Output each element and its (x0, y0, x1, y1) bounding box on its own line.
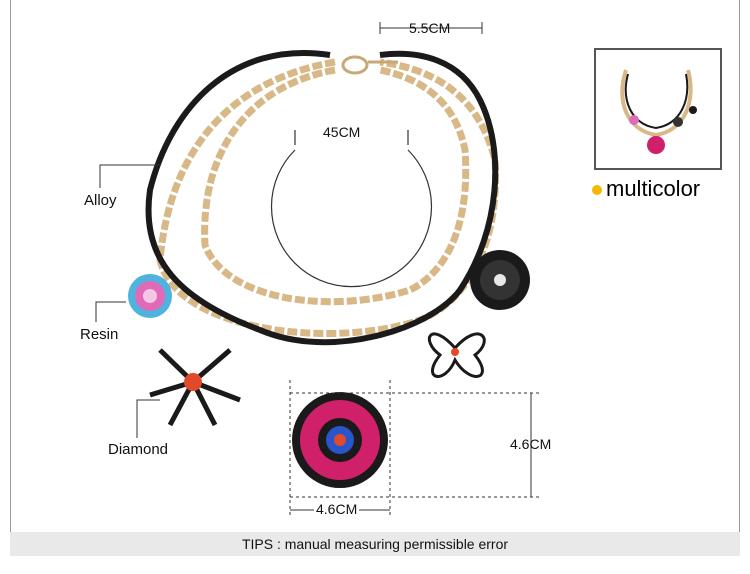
pendant-height-label: 4.6CM (510, 436, 552, 452)
thumb-resin-icon (629, 115, 639, 125)
pendant-measure-guides (289, 380, 540, 515)
small-flower-pendant (470, 250, 530, 310)
variant-color-label: multicolor (606, 176, 701, 201)
pendant-width-label: 4.6CM (314, 501, 360, 517)
clasp-length-label: 5.5CM (409, 20, 451, 36)
leader-lines (95, 164, 160, 438)
gold-chains (156, 58, 500, 337)
clasp (341, 55, 398, 75)
circumference-label: 45CM (323, 124, 361, 140)
large-flower-pendant (292, 392, 388, 488)
thumb-flower-icon (647, 136, 665, 154)
alloy-label: Alloy (84, 192, 117, 209)
diamond-spider-pendant (149, 348, 241, 427)
resin-label: Resin (80, 326, 119, 343)
variant-color-option[interactable]: multicolor (592, 176, 700, 202)
color-swatch-icon (592, 185, 602, 196)
clasp-measure-line (379, 22, 483, 34)
thumb-black-flower-icon (689, 106, 697, 114)
diamond-label: Diamond (108, 441, 169, 458)
resin-flower-pendant (128, 274, 172, 318)
tips-bar: TIPS : manual measuring permissible erro… (10, 532, 740, 556)
variant-thumbnail[interactable] (594, 48, 722, 170)
circumference-circle (270, 130, 433, 288)
thumbnail-necklace-image (620, 69, 697, 154)
thumb-small-flower-icon (673, 117, 683, 127)
black-ribbon (145, 50, 499, 346)
butterfly-pendant (427, 332, 486, 378)
